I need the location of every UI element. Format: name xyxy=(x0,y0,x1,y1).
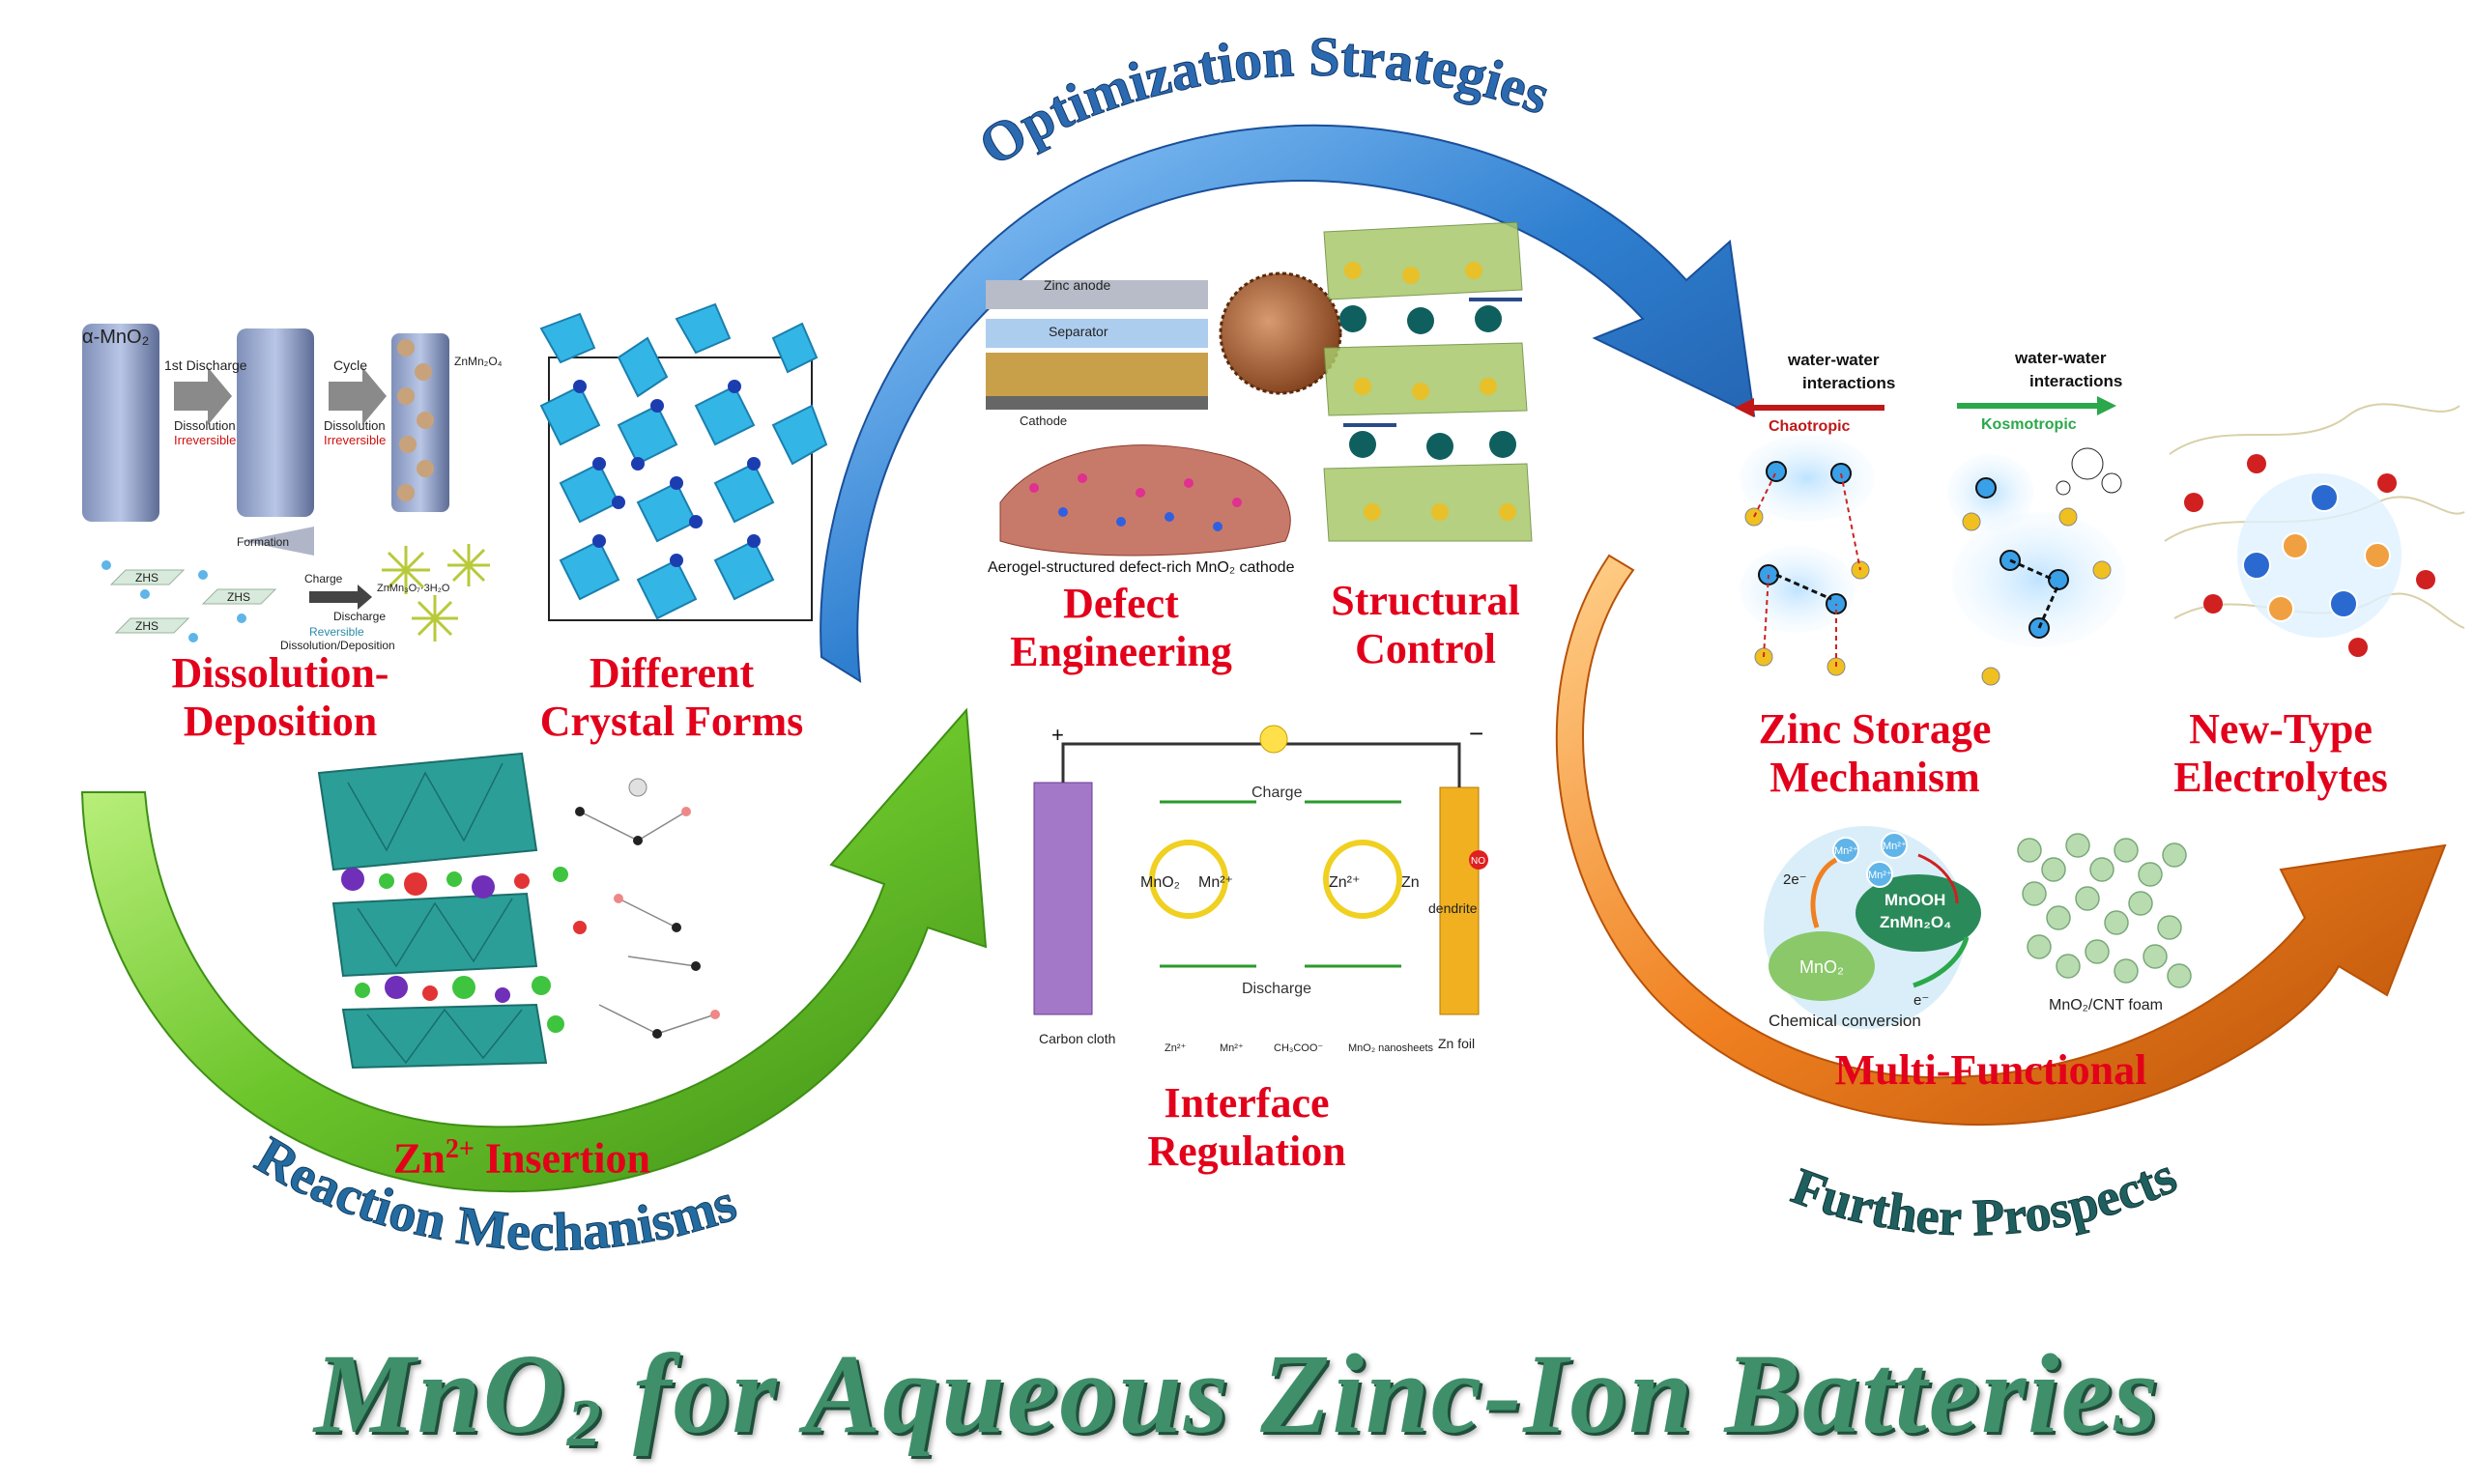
plus-sign: + xyxy=(1051,723,1064,747)
reaction-arc xyxy=(80,707,988,1193)
zhs-text-2: ZHS xyxy=(227,590,250,604)
zinc-insertion-illustration xyxy=(317,752,720,1070)
first-discharge-text: 1st Discharge xyxy=(164,357,247,373)
cycle-text: Cycle xyxy=(333,357,367,373)
two-electron-text: 2e⁻ xyxy=(1783,871,1807,888)
separator-text: Separator xyxy=(1049,324,1108,339)
page-title: MnO2 for Aqueous Zinc-Ion Batteries xyxy=(0,1328,2474,1463)
alpha-mno2-text: α-MnO₂ xyxy=(82,327,149,348)
dissolution-deposition-label: Dissolution- Deposition xyxy=(171,649,389,745)
interface-mn2-text: Mn²⁺ xyxy=(1198,874,1233,891)
legend-acetate: CH₃COO⁻ xyxy=(1274,1042,1323,1054)
chaotropic-text: Chaotropic xyxy=(1769,418,1851,435)
multifunctional-label: Multi-Functional xyxy=(1834,1046,2147,1094)
mn2-ion-text-1: Mn²⁺ xyxy=(1834,845,1858,857)
discharge-text: Discharge xyxy=(333,610,386,623)
water-water-text-1: water-water xyxy=(1787,351,1880,369)
mnooh-text: MnOOH xyxy=(1884,891,1945,909)
crystal-forms-label: Different Crystal Forms xyxy=(539,649,804,745)
electrolytes-label: New-Type Electrolytes xyxy=(2173,705,2388,801)
legend-zn2: Zn²⁺ xyxy=(1165,1042,1187,1054)
charge-label: Charge xyxy=(1251,785,1303,801)
defect-engineering-label: Defect Engineering xyxy=(1010,580,1232,675)
zinc-storage-label: Zinc Storage Mechanism xyxy=(1758,705,1992,801)
irreversible-text-2: Irreversible xyxy=(324,433,386,447)
prospects-label: Further Prospects xyxy=(1785,1146,2185,1246)
mno2-cnt-foam-text: MnO₂/CNT foam xyxy=(2049,997,2163,1013)
electrolytes-illustration xyxy=(2164,403,2465,657)
zhs-text-1: ZHS xyxy=(135,571,158,585)
optimization-arc xyxy=(820,124,1756,683)
dissolution-text-2: Dissolution xyxy=(324,418,386,433)
zinc-insertion-zn: Zn xyxy=(393,1134,446,1183)
zinc-anode-text: Zinc anode xyxy=(1044,277,1110,293)
interface-mno2-text: MnO₂ xyxy=(1140,874,1180,891)
mf-mno2-text: MnO₂ xyxy=(1799,957,1844,977)
mn2-ion-text-3: Mn²⁺ xyxy=(1868,870,1892,881)
interactions-text-1: interactions xyxy=(1802,374,1895,392)
interface-regulation-label: Interface Regulation xyxy=(1147,1079,1346,1175)
interface-zn2-text: Zn²⁺ xyxy=(1329,874,1360,891)
electron-text: e⁻ xyxy=(1913,992,1929,1009)
interface-regulation-illustration: + − Charge Discharge MnO₂ Mn²⁺ Zn²⁺ Zn d… xyxy=(1033,719,1488,1054)
kosmotropic-text: Kosmotropic xyxy=(1981,416,2077,433)
formation-text: Formation xyxy=(237,535,289,549)
no-badge: NO xyxy=(1471,856,1485,867)
dendrite-text: dendrite xyxy=(1428,900,1478,916)
interface-zn-text: Zn xyxy=(1401,874,1420,891)
zinc-insertion-text: Insertion xyxy=(474,1134,650,1183)
dissolution-text: Dissolution xyxy=(174,418,236,433)
irreversible-text: Irreversible xyxy=(174,433,236,447)
legend-nanosheets: MnO₂ nanosheets xyxy=(1348,1042,1434,1054)
cathode-text: Cathode xyxy=(1020,414,1067,428)
structural-control-illustration xyxy=(1323,221,1533,542)
carbon-cloth-text: Carbon cloth xyxy=(1039,1031,1115,1046)
multifunctional-illustration: Mn²⁺ Mn²⁺ Mn²⁺ MnOOH ZnMn₂O₄ MnO₂ 2e⁻ e⁻… xyxy=(1764,826,2192,1030)
hydrate-text: ZnMn₃O₇·3H₂O xyxy=(377,583,450,594)
minus-sign: − xyxy=(1469,719,1483,748)
structural-control-label: Structural Control xyxy=(1331,577,1520,672)
mn2-ion-text-2: Mn²⁺ xyxy=(1883,841,1907,852)
zn-foil-text: Zn foil xyxy=(1438,1036,1475,1051)
crystal-structure-illustration xyxy=(539,302,828,621)
znmn2o4-text: ZnMn₂O₄ xyxy=(454,355,503,368)
zhs-text-3: ZHS xyxy=(135,619,158,633)
water-water-text-2: water-water xyxy=(2014,349,2107,367)
charge-text: Charge xyxy=(304,572,343,585)
legend-mn2: Mn²⁺ xyxy=(1220,1042,1244,1054)
prospects-arc xyxy=(1555,554,2447,1127)
dissolution-deposition-small-text: Dissolution/Deposition xyxy=(280,639,395,652)
reversible-text: Reversible xyxy=(309,625,364,639)
chemical-conversion-text: Chemical conversion xyxy=(1769,1012,1921,1030)
zinc-insertion-label: Zn2+ Insertion xyxy=(358,1077,686,1184)
title-rest: for Aqueous Zinc-Ion Batteries xyxy=(602,1330,2161,1457)
dissolution-deposition-illustration: α-MnO₂ 1st Discharge Dissolution Irrever… xyxy=(82,324,503,652)
defect-caption-text: Aerogel-structured defect-rich MnO₂ cath… xyxy=(988,559,1295,576)
discharge-label: Discharge xyxy=(1242,981,1311,997)
mf-znmn2o4-text: ZnMn₂O₄ xyxy=(1880,913,1951,931)
title-mno: MnO xyxy=(313,1330,567,1457)
zinc-insertion-charge: 2+ xyxy=(445,1134,475,1164)
defect-engineering-illustration: Zinc anode Separator Cathode Aerogel-str… xyxy=(986,271,1342,576)
title-subscript: 2 xyxy=(566,1386,603,1461)
interactions-text-2: interactions xyxy=(2029,372,2122,390)
zinc-storage-illustration: water-water interactions Chaotropic wate… xyxy=(1735,349,2126,686)
